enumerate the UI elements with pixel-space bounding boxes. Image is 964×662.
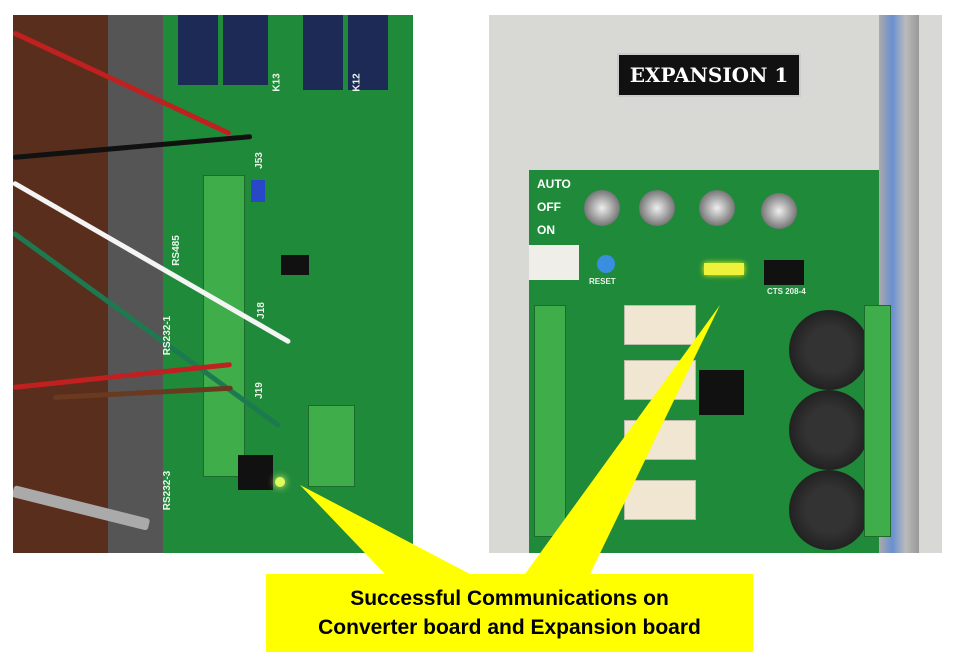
fuse-holder xyxy=(789,470,869,550)
relay xyxy=(348,15,388,90)
toggle-switch xyxy=(639,190,675,226)
pointer-right xyxy=(525,305,720,574)
comm-leds xyxy=(704,263,744,275)
callout-line-2: Converter board and Expansion board xyxy=(318,616,701,639)
relay xyxy=(178,15,218,85)
relay xyxy=(223,15,268,85)
relay xyxy=(303,15,343,90)
relay xyxy=(624,480,696,520)
expansion-sign: EXPANSION 1 xyxy=(617,53,801,97)
toggle-switch xyxy=(584,190,620,226)
relay xyxy=(624,305,696,345)
fuse-holder xyxy=(789,310,869,390)
chip xyxy=(281,255,309,275)
silk-cts: CTS 208-4 xyxy=(767,287,806,296)
terminal-block xyxy=(534,305,566,537)
comm-led xyxy=(275,477,285,487)
terminal-block xyxy=(308,405,355,487)
pointer-left xyxy=(300,485,470,574)
callout-line-1: Successful Communications on xyxy=(350,587,669,610)
toggle-switch xyxy=(761,193,797,229)
terminal-block xyxy=(203,175,245,477)
converter-board-photo: RS485 RS232-1 RS232-3 J53 J18 J19 K13 K1… xyxy=(13,15,413,553)
switch-label-on: ON xyxy=(537,223,555,237)
connector xyxy=(529,245,579,280)
enclosure-edge xyxy=(108,15,168,553)
microcontroller xyxy=(699,370,744,415)
chip xyxy=(238,455,273,490)
fuse-holder xyxy=(789,390,869,470)
dip-switch xyxy=(764,260,804,285)
silk-reset: RESET xyxy=(589,277,616,286)
terminal-block xyxy=(864,305,891,537)
switch-label-auto: AUTO xyxy=(537,177,571,191)
callout-box: Successful Communications on Converter b… xyxy=(266,574,753,652)
switch-label-off: OFF xyxy=(537,200,561,214)
toggle-switch xyxy=(699,190,735,226)
reset-button xyxy=(597,255,615,273)
jumper xyxy=(251,180,265,202)
